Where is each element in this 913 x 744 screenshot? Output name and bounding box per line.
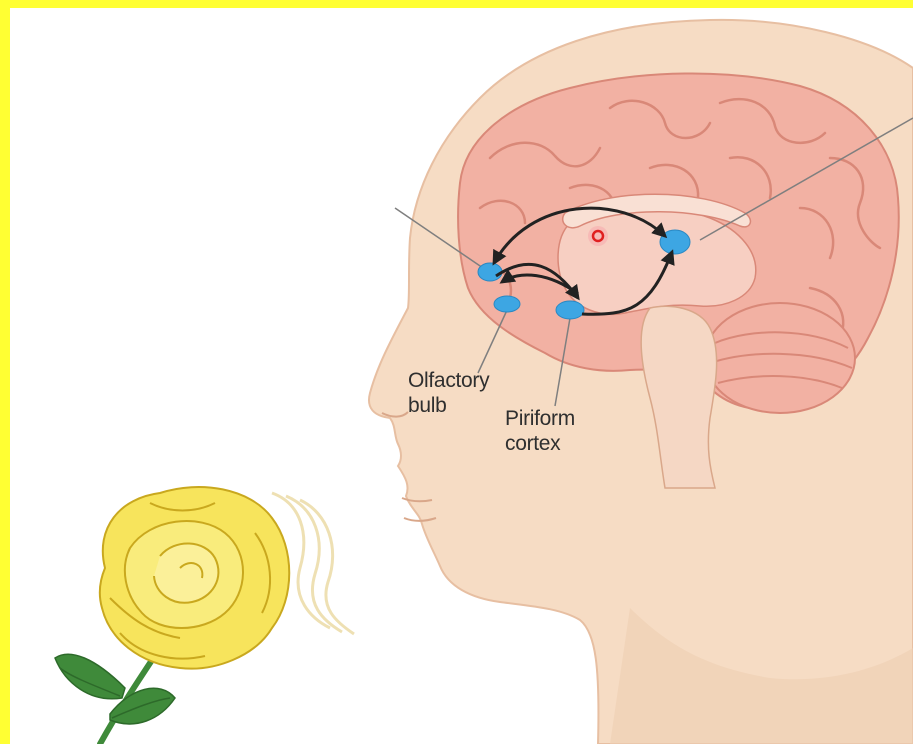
- label-piriform-cortex-line2: cortex: [505, 431, 575, 456]
- label-olfactory-bulb-line2: bulb: [408, 393, 489, 418]
- label-olfactory-bulb: Olfactory bulb: [408, 368, 489, 418]
- label-piriform-cortex-line1: Piriform: [505, 406, 575, 431]
- amygdala-dot: [588, 226, 608, 246]
- label-piriform-cortex: Piriform cortex: [505, 406, 575, 456]
- label-olfactory-bulb-line1: Olfactory: [408, 368, 489, 393]
- cerebellum: [705, 303, 855, 413]
- diagram-frame: Olfactory bulb Piriform cortex: [10, 8, 913, 744]
- rose-flower: [100, 487, 289, 669]
